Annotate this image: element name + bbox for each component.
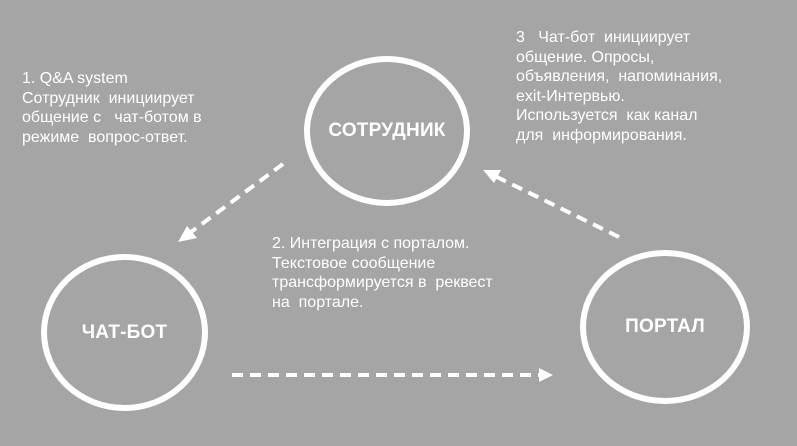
- employee-node-label: СОТРУДНИК: [328, 120, 446, 141]
- arrowhead-chatbot: [178, 226, 197, 242]
- integration-line: на портале.: [272, 293, 364, 311]
- chatbot-initiates-line: exit-Интервью.: [516, 87, 625, 105]
- arrow-employee-to-chatbot: [189, 162, 285, 234]
- integration-line: 2. Интеграция с порталом.: [272, 235, 470, 252]
- integration-line: Текстовое сообщение: [272, 254, 436, 272]
- qa-line: Сотрудник инициирует: [22, 89, 195, 107]
- chatbot-initiates-line: Используется как канал: [516, 107, 698, 124]
- chatbot-node: ЧАТ-БОТ: [41, 254, 208, 411]
- chatbot-initiates-line: 3 Чат-бот инициирует: [516, 29, 691, 46]
- chatbot-initiates-line: объявления, напоминания,: [516, 68, 723, 85]
- portal-integration-description: 2. Интеграция с порталом. Текстовое сообщ…: [272, 234, 493, 312]
- integration-line: трансформируется в реквест: [272, 274, 493, 291]
- qa-line: режиме вопрос-ответ.: [22, 128, 188, 146]
- arrowhead-portal: [539, 368, 553, 382]
- chatbot-initiates-line: для информирования.: [516, 126, 687, 144]
- arrowhead-employee: [483, 170, 501, 183]
- portal-node: ПОРТАЛ: [580, 250, 750, 404]
- qa-line: 1. Q&A system: [22, 70, 128, 87]
- chatbot-initiates-line: общение. Опросы,: [516, 48, 655, 66]
- employee-node: СОТРУДНИК: [304, 56, 470, 206]
- qa-line: общение с чат-ботом в: [22, 109, 202, 126]
- arrow-portal-to-employee: [496, 175, 620, 239]
- portal-node-label: ПОРТАЛ: [625, 316, 705, 337]
- chatbot-node-label: ЧАТ-БОТ: [81, 321, 168, 343]
- chatbot-initiates-description: 3 Чат-бот инициирует общение. Опросы, объя…: [516, 28, 722, 145]
